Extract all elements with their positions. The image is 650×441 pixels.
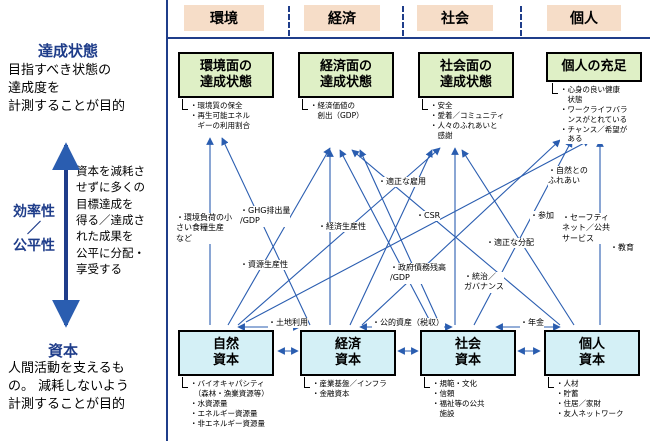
state-title-economy: 経済面の 達成状態 <box>319 58 372 90</box>
capital-bracket-social <box>424 377 430 388</box>
capital-box-economic: 経済 資本 <box>300 330 396 376</box>
indicator-csr: ・CSR <box>416 211 441 222</box>
capital-box-social: 社会 資本 <box>420 330 516 376</box>
header-society: 社会 <box>417 5 493 31</box>
indicator-public-assets: ・公的資産（税収） <box>372 318 444 329</box>
indicator-pension: ・年金 <box>520 318 544 329</box>
link-natural-econ <box>227 147 331 326</box>
link-econ-env <box>221 137 311 326</box>
state-box-environment: 環境面の 達成状態 <box>178 52 274 98</box>
state-bracket-environment <box>182 99 188 110</box>
left-desc-capital: 人間活動を支えるも の。 減耗しないよう 計測することが目的 <box>8 361 129 412</box>
indicator-safety-net: ・セーフティ ネット／公共 サービス <box>562 213 610 245</box>
indicator-participation: ・参加 <box>530 211 554 222</box>
header-economy: 経済 <box>304 5 380 31</box>
state-items-society: ・安全 ・愛着／コミュニティ ・人々のふれあいと 感謝 <box>430 101 505 141</box>
capital-bracket-economic <box>304 377 310 388</box>
capital-title-social: 社会 資本 <box>454 336 481 368</box>
state-title-society: 社会面の 達成状態 <box>439 58 492 90</box>
equity-label: 公平性 <box>13 237 55 254</box>
state-title-individual: 個人の充足 <box>561 58 627 74</box>
header-environment: 環境 <box>184 5 264 31</box>
capital-box-individual: 個人 資本 <box>544 330 640 376</box>
left-title-capital: 資本 <box>48 342 79 360</box>
capital-title-economic: 経済 資本 <box>334 336 361 368</box>
header-separator <box>166 37 650 39</box>
indicator-econ-prod: ・経済生産性 <box>318 222 366 233</box>
indicator-ghg: ・GHG排出量 /GDP <box>240 206 291 227</box>
left-desc-achievement: 目指すべき状態の 達成度を 計測することが目的 <box>8 63 126 114</box>
column-guide-2 <box>402 6 404 36</box>
link-natural-indiv <box>245 139 591 323</box>
capital-title-natural: 自然 資本 <box>212 336 239 368</box>
capital-box-natural: 自然 資本 <box>178 330 274 376</box>
indicator-nature-contact: ・自然との ふれあい <box>548 166 588 187</box>
left-title-achievement: 達成状態 <box>38 42 99 60</box>
state-items-economy: ・経済価値の 創出（GDP） <box>310 101 364 121</box>
efficiency-separator: ／ <box>27 220 41 237</box>
state-bracket-society <box>422 99 428 110</box>
column-guide-3 <box>520 6 522 36</box>
state-bracket-economy <box>302 99 308 110</box>
state-title-environment: 環境面の 達成状態 <box>199 58 252 90</box>
header-individual: 個人 <box>547 5 621 31</box>
state-box-society: 社会面の 達成状態 <box>418 52 514 98</box>
left-title-efficiency: 効率性 ／ 公平性 <box>4 204 64 254</box>
capital-items-economic: ・産業基盤／インフラ ・金融資本 <box>312 379 387 398</box>
state-box-economy: 経済面の 達成状態 <box>298 52 394 98</box>
state-items-environment: ・環境質の保全 ・再生可能エネル ギーの利用割合 <box>190 101 250 131</box>
state-bracket-individual <box>552 83 558 94</box>
indicator-debt: ・政府債務残高 /GDP <box>390 263 446 284</box>
efficiency-label: 効率性 <box>13 204 55 220</box>
link-econ-indiv <box>361 139 561 326</box>
indicator-env-burden: ・環境負荷の小 さい食糧生産 など <box>176 213 232 245</box>
indicator-education: ・教育 <box>610 243 634 254</box>
indicator-land-use: ・土地利用 <box>268 318 308 329</box>
link-social-econ <box>339 149 433 326</box>
capital-bracket-natural <box>182 377 188 388</box>
indicator-distribution: ・適正な分配 <box>486 238 534 249</box>
capital-items-natural: ・バイオキャパシティ （森林・漁業資源等） ・水資源量 ・エネルギー資源量 ・非… <box>190 379 269 428</box>
capital-items-individual: ・人材 ・貯蓄 ・住居／家財 ・友人ネットワーク <box>556 379 624 418</box>
capital-bracket-individual <box>548 377 554 388</box>
link-indiv-social <box>461 149 575 326</box>
column-guide-1 <box>288 6 290 36</box>
indicator-employment: ・適正な雇用 <box>378 177 426 188</box>
state-items-individual: ・心身の良い健康 状態 ・ワークライフバラ ンスがとれている ・チャンス／希望が… <box>560 85 628 145</box>
state-box-individual: 個人の充足 <box>546 52 642 82</box>
capital-items-social: ・規範・文化 ・信頼 ・福祉等の公共 施設 <box>432 379 485 418</box>
left-desc-efficiency: 資本を減耗さ せずに多くの 目標達成を 得る／達成さ れた成果を 公平に分配・ … <box>76 164 145 276</box>
capital-title-individual: 個人 資本 <box>578 336 605 368</box>
link-social-csr <box>359 149 441 326</box>
left-divider <box>166 0 168 441</box>
indicator-resource: ・資源生産性 <box>240 260 288 271</box>
indicator-governance: ・統治／ ガバナンス <box>464 272 504 293</box>
